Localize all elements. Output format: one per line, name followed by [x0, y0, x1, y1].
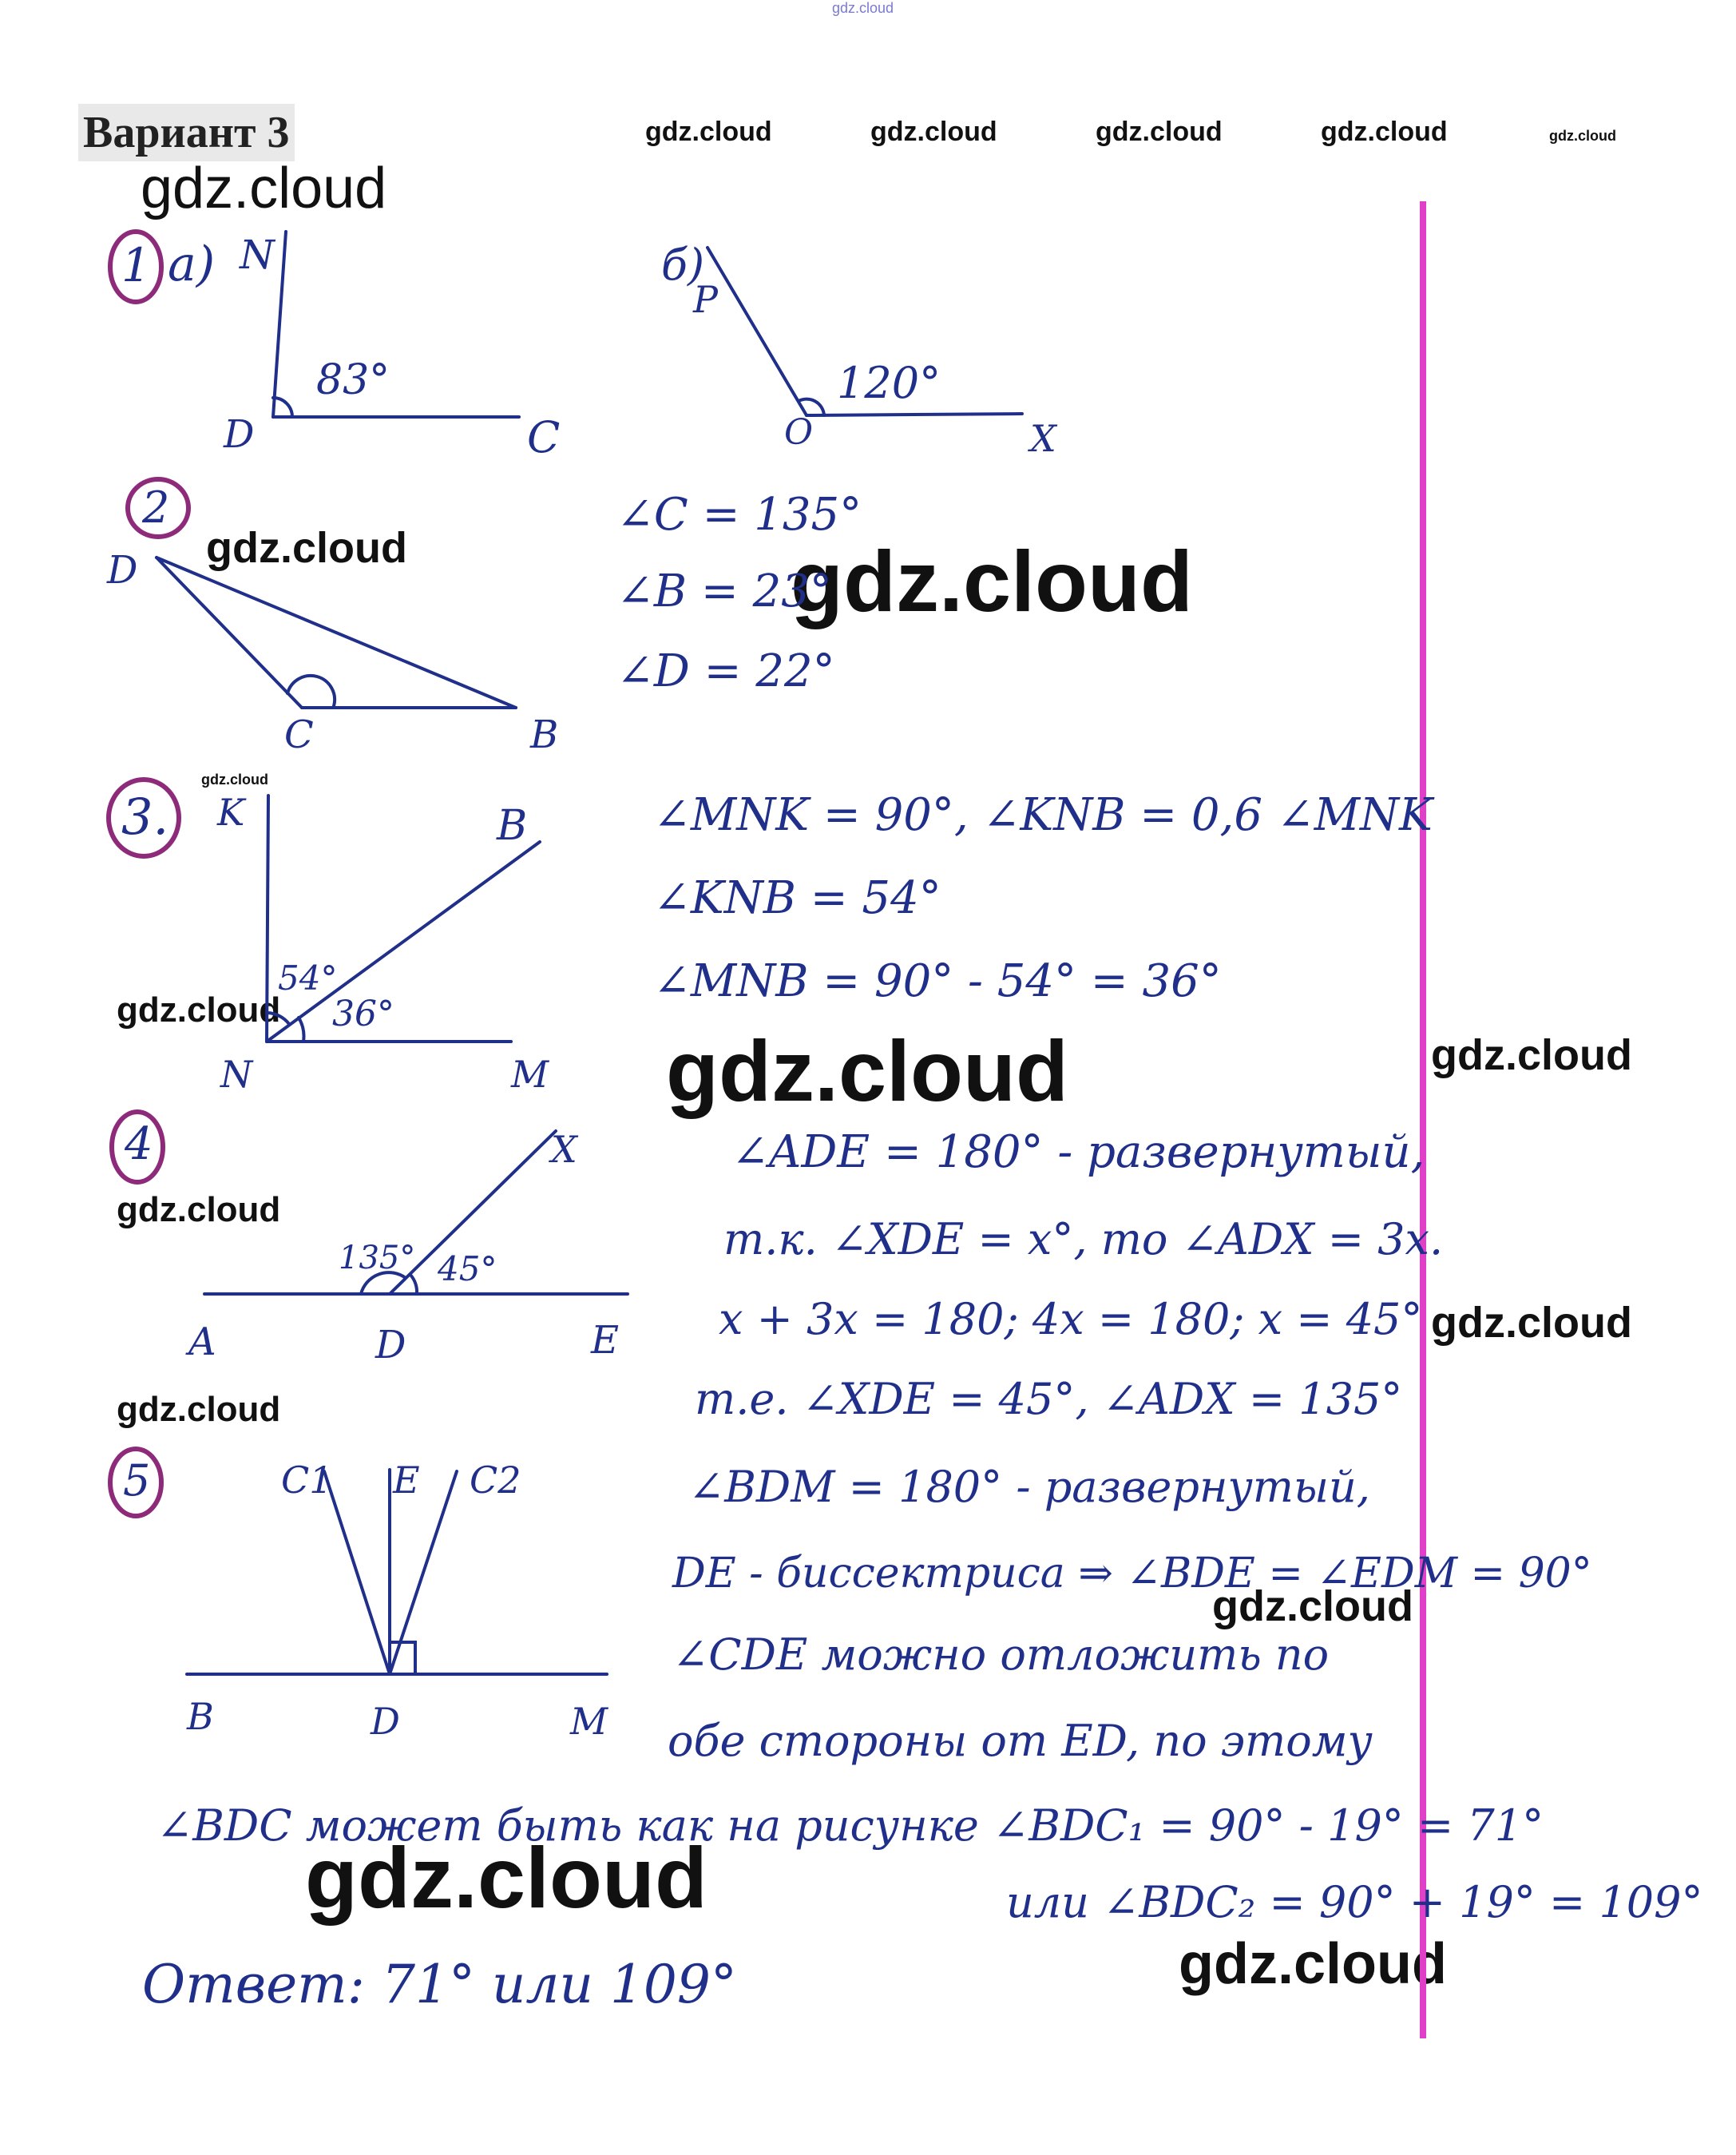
- problem-5-line-2: DE - биссектриса ⇒ ∠BDE = ∠EDM = 90°: [672, 1550, 1592, 1597]
- problem-4-line-4: т.е. ∠XDE = 45°, ∠ADX = 135°: [695, 1374, 1403, 1424]
- watermark: gdz.cloud: [206, 524, 407, 572]
- problem-4-line-3: x + 3x = 180; 4x = 180; x = 45°: [719, 1294, 1423, 1344]
- point-N: N: [240, 232, 275, 278]
- problem-1a-label: а): [168, 236, 216, 292]
- watermark: gdz.cloud: [117, 1190, 281, 1229]
- watermark: gdz.cloud: [1212, 1582, 1413, 1630]
- watermark: gdz.cloud: [1431, 1299, 1632, 1347]
- angle-D-line: ∠D = 22°: [616, 645, 835, 697]
- watermark: gdz.cloud: [141, 157, 387, 220]
- side-DB: [155, 556, 517, 709]
- watermark: gdz.cloud: [117, 1390, 281, 1429]
- watermark: gdz.cloud: [1179, 1932, 1447, 1996]
- watermark: gdz.cloud: [117, 990, 281, 1030]
- point-C: C: [527, 412, 561, 462]
- problem-4-number: 4: [125, 1118, 153, 1170]
- side-DC: [155, 556, 303, 709]
- point-O: O: [784, 412, 814, 453]
- watermark: gdz.cloud: [201, 772, 268, 788]
- arc-83: [271, 396, 294, 419]
- watermark: gdz.cloud: [1431, 1031, 1632, 1079]
- problem-4-line-2: т.к. ∠XDE = x°, то ∠ADX = 3x.: [723, 1214, 1444, 1264]
- ray-NK: [265, 794, 270, 1043]
- problem-3-line-2: ∠KNB = 54°: [653, 872, 941, 924]
- point-B2: B: [530, 712, 559, 757]
- point-C2: C: [284, 712, 314, 757]
- arc-C: [286, 673, 337, 708]
- ray-OX: [805, 412, 1024, 417]
- point-N3: N: [220, 1053, 253, 1096]
- watermark: gdz.cloud: [1549, 128, 1616, 144]
- point-A4: A: [188, 1320, 216, 1364]
- point-B3: B: [497, 802, 528, 850]
- ray-OP: [706, 246, 808, 417]
- watermark: gdz.cloud: [645, 117, 772, 147]
- arc-45: [409, 1273, 419, 1296]
- point-D2: D: [107, 548, 138, 593]
- point-X4: X: [551, 1128, 577, 1171]
- arc-54: [265, 1011, 291, 1026]
- ray-DC1: [323, 1470, 391, 1676]
- problem-4-line-1: ∠ADE = 180° - развернутый,: [731, 1126, 1425, 1178]
- ray-DC2: [388, 1470, 458, 1676]
- point-D5: D: [371, 1700, 400, 1743]
- watermark: gdz.cloud: [1096, 117, 1223, 147]
- point-K: K: [217, 791, 245, 834]
- watermark: gdz.cloud: [666, 1022, 1068, 1119]
- angle-45: 45°: [438, 1249, 497, 1288]
- watermark: gdz.cloud: [791, 533, 1193, 629]
- angle-83: 83°: [316, 356, 390, 404]
- point-D: D: [224, 412, 255, 457]
- angle-36: 36°: [332, 994, 394, 1034]
- point-E5: E: [393, 1458, 420, 1502]
- watermark: gdz.cloud: [870, 117, 997, 147]
- problem-5-line-4: обе стороны от ED, по этому: [668, 1716, 1373, 1766]
- arc-36: [297, 1016, 306, 1043]
- problem-1-number: 1: [121, 238, 151, 292]
- point-M3: M: [511, 1053, 549, 1096]
- point-M5: M: [570, 1700, 608, 1743]
- point-D4: D: [375, 1323, 406, 1367]
- angle-B-line: ∠B = 23°: [616, 566, 832, 617]
- problem-1b-label: б): [661, 240, 705, 290]
- point-B5: B: [187, 1695, 214, 1738]
- top-watermark: gdz.cloud: [832, 0, 894, 16]
- ray-DX: [388, 1129, 557, 1296]
- problem-3-number: 3.: [121, 788, 169, 846]
- angle-120: 120°: [837, 358, 941, 408]
- answer-line: Ответ: 71° или 109°: [142, 1954, 737, 2015]
- problem-5-line-6: или ∠BDC₂ = 90° + 19° = 109°: [1006, 1877, 1703, 1927]
- problem-5-number: 5: [123, 1455, 151, 1506]
- point-X: X: [1030, 417, 1056, 460]
- variant-title: Вариант 3: [78, 104, 295, 161]
- angle-135: 135°: [339, 1240, 416, 1276]
- point-P: P: [693, 278, 718, 321]
- problem-3-line-1: ∠MNK = 90°, ∠KNB = 0,6 ∠MNK: [653, 789, 1433, 841]
- arc-135: [359, 1271, 407, 1296]
- problem-2-number: 2: [142, 482, 170, 533]
- angle-54: 54°: [278, 958, 338, 998]
- angle-C-line: ∠C = 135°: [616, 489, 862, 541]
- problem-5-line-5: ∠BDC может быть как на рисунке ∠BDC₁ = 9…: [157, 1800, 1544, 1851]
- problem-3-line-3: ∠MNB = 90° - 54° = 36°: [653, 955, 1222, 1007]
- problem-5-line-1: ∠BDM = 180° - развернутый,: [688, 1462, 1370, 1512]
- ray-NB: [265, 840, 541, 1043]
- ray-DN: [271, 230, 287, 419]
- watermark: gdz.cloud: [305, 1829, 707, 1926]
- margin-line: [1420, 201, 1426, 2038]
- right-angle-mark: [388, 1641, 417, 1676]
- point-E4: E: [591, 1318, 620, 1363]
- point-C1: C1: [281, 1458, 333, 1502]
- arc-120: [797, 397, 826, 417]
- problem-5-line-3: ∠CDE можно отложить по: [672, 1629, 1330, 1680]
- watermark: gdz.cloud: [1321, 117, 1448, 147]
- point-C2: C2: [470, 1458, 521, 1502]
